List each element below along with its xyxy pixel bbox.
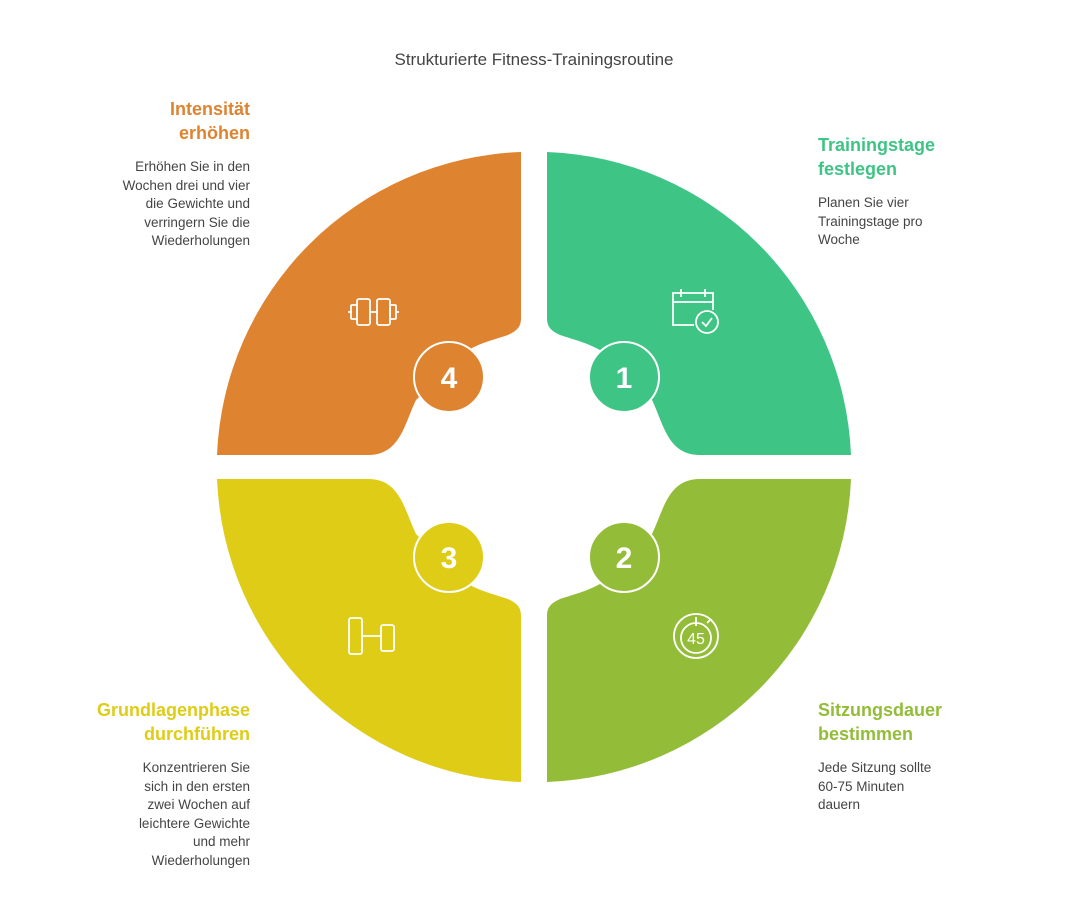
desc-line: Trainingstage pro bbox=[818, 213, 923, 229]
heading-line: Trainingstage bbox=[818, 135, 936, 155]
step-badge-1: 1 bbox=[588, 341, 660, 413]
heading-line: durchführen bbox=[144, 724, 250, 744]
quadrant-step-1 bbox=[547, 152, 851, 455]
step-badge-4: 4 bbox=[413, 341, 485, 413]
desc-line: Planen Sie vier bbox=[818, 195, 909, 210]
step-4-description: Erhöhen Sie in den Wochen drei und vier … bbox=[50, 158, 250, 251]
desc-line: 60-75 Minuten bbox=[818, 778, 905, 794]
desc-line: Woche bbox=[818, 232, 860, 247]
light-dumbbell-icon bbox=[348, 617, 395, 655]
desc-line: die Gewichte und bbox=[145, 196, 250, 211]
step-1-description: Planen Sie vier Trainingstage pro Woche bbox=[818, 194, 923, 250]
heavy-dumbbell-icon bbox=[348, 298, 399, 326]
desc-line: Wochen drei und vier bbox=[122, 177, 250, 193]
quadrant-step-3 bbox=[217, 479, 521, 782]
desc-line: sich in den ersten bbox=[144, 778, 250, 794]
desc-line: Wiederholungen bbox=[151, 233, 250, 248]
svg-text:2: 2 bbox=[616, 542, 633, 575]
step-3-heading: Grundlagenphase durchführen bbox=[50, 698, 250, 746]
step-3-description: Konzentrieren Sie sich in den ersten zwe… bbox=[50, 759, 250, 870]
step-1-heading: Trainingstage festlegen bbox=[818, 133, 935, 181]
desc-line: Wiederholungen bbox=[151, 852, 250, 868]
diagram-title: Strukturierte Fitness-Trainingsroutine bbox=[394, 50, 674, 69]
stopwatch-45-icon: 45 bbox=[673, 613, 719, 659]
desc-line: Konzentrieren Sie bbox=[142, 760, 250, 775]
heading-line: festlegen bbox=[818, 159, 898, 179]
step-2-description: Jede Sitzung sollte 60-75 Minuten dauern bbox=[818, 759, 931, 815]
step-badge-2: 2 bbox=[588, 521, 660, 593]
svg-text:45: 45 bbox=[687, 631, 705, 648]
svg-text:4: 4 bbox=[441, 362, 458, 395]
svg-text:1: 1 bbox=[616, 362, 633, 395]
desc-line: Jede Sitzung sollte bbox=[818, 760, 932, 775]
heading-line: Grundlagenphase bbox=[96, 700, 250, 720]
desc-line: und mehr bbox=[192, 834, 250, 849]
desc-line: leichtere Gewichte bbox=[138, 815, 250, 831]
desc-line: dauern bbox=[818, 797, 861, 812]
desc-line: Erhöhen Sie in den bbox=[135, 159, 250, 174]
heading-line: Sitzungsdauer bbox=[818, 700, 943, 720]
calendar-check-icon bbox=[672, 289, 719, 334]
desc-line: verringern Sie die bbox=[144, 214, 250, 230]
step-badge-3: 3 bbox=[413, 521, 485, 593]
desc-line: zwei Wochen auf bbox=[147, 797, 250, 812]
heading-line: Intensität bbox=[169, 99, 250, 119]
step-2-heading: Sitzungsdauer bestimmen bbox=[818, 698, 942, 746]
heading-line: erhöhen bbox=[178, 123, 250, 143]
step-4-heading: Intensität erhöhen bbox=[50, 97, 250, 145]
quadrant-step-4 bbox=[217, 152, 521, 455]
heading-line: bestimmen bbox=[818, 724, 914, 744]
svg-text:3: 3 bbox=[441, 542, 458, 575]
